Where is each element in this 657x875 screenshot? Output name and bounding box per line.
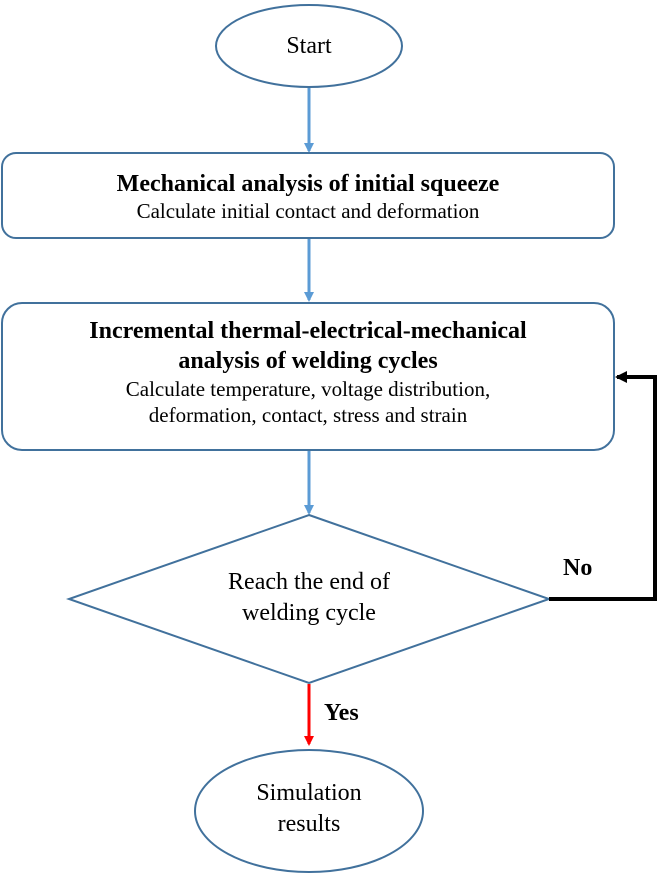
- yes-label: Yes: [324, 700, 359, 726]
- end-line1: Simulation: [256, 780, 362, 806]
- end-text: Simulation results: [195, 778, 423, 840]
- welding-step-detail-line2: deformation, contact, stress and strain: [148, 403, 468, 428]
- welding-step-title-line2: analysis of welding cycles: [178, 348, 438, 374]
- squeeze-step-detail: Calculate initial contact and deformatio…: [136, 198, 480, 223]
- end-node: [194, 749, 424, 873]
- end-line2: results: [277, 811, 341, 838]
- start-text: Start: [216, 32, 402, 61]
- decision-diamond: [65, 513, 553, 685]
- squeeze-step-box: [1, 152, 615, 239]
- no-loop-arrow: [549, 371, 657, 601]
- start-node: [215, 4, 403, 88]
- welding-step-title-line1: Incremental thermal-electrical-mechanica…: [89, 318, 527, 344]
- decision-text: Reach the end of welding cycle: [159, 567, 459, 629]
- welding-step-detail-line1: Calculate temperature, voltage distribut…: [125, 377, 491, 401]
- decision-line1: Reach the end of: [228, 569, 390, 595]
- welding-step-box: [1, 302, 615, 451]
- squeeze-step-text: Mechanical analysis of initial squeeze C…: [2, 170, 614, 224]
- no-label: No: [563, 555, 593, 581]
- decision-line2: welding cycle: [242, 600, 376, 627]
- start-label: Start: [286, 33, 332, 59]
- welding-step-text: Incremental thermal-electrical-mechanica…: [2, 316, 614, 429]
- squeeze-step-title: Mechanical analysis of initial squeeze: [116, 171, 500, 197]
